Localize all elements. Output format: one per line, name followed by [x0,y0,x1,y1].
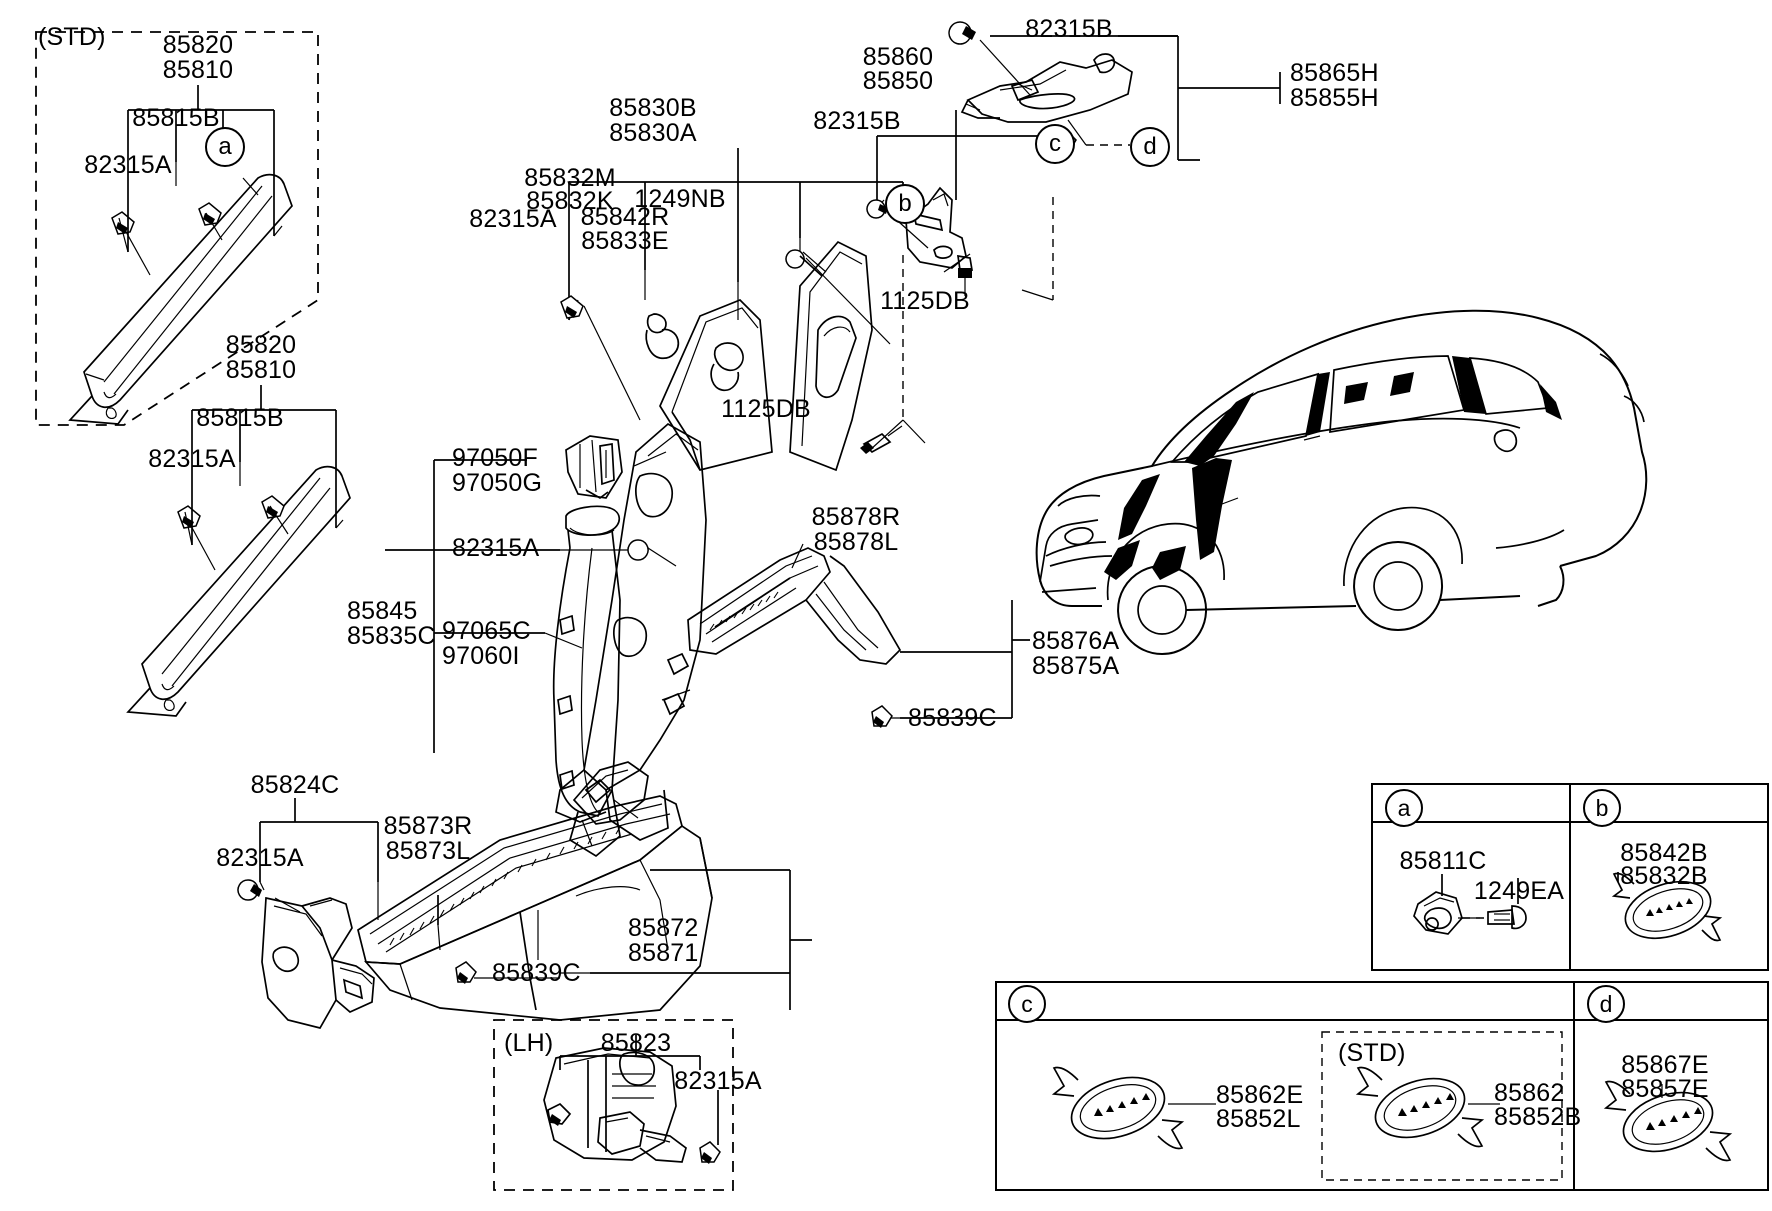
label-85833E: 85833E [581,227,669,255]
suv-illustration-art [1035,309,1648,655]
legend-callout-b[interactable]: b [1583,789,1621,827]
label-97050F: 97050F [452,444,538,472]
label-85835C: 85835C [347,622,436,650]
label-85823: 85823 [600,1029,672,1057]
main-center-pillar-art [555,422,707,841]
label-85842R: 85842R [580,203,670,231]
label-85878R: 85878R [811,503,901,531]
label-82315A-center: 82315A [469,205,557,233]
label-85872: 85872 [628,914,699,942]
label-1125DB-c: 1125DB [880,287,970,315]
label-85815B-second: 85815B [196,404,284,432]
legend-callout-d[interactable]: d [1587,985,1625,1023]
std-leaders [118,85,283,276]
label-85830B: 85830B [609,94,697,122]
label-85860: 85860 [862,43,934,71]
label-97065C: 97065C [442,617,531,645]
label-85873R: 85873R [383,812,473,840]
label-97060I: 97060I [442,642,520,670]
std-note-top-left: (STD) [38,23,106,51]
label-85855H: 85855H [1290,84,1379,112]
speaker-duct-art [552,435,677,858]
lower-pillar-leaders [385,451,667,753]
label-85862E: 85862E [1216,1081,1304,1109]
legend-b-art [1611,872,1723,942]
label-85830A: 85830A [609,119,697,147]
label-85810-top: 85810 [162,56,234,84]
callout-a-top-left[interactable]: a [205,127,245,167]
label-82315A-front: 82315A [216,844,304,872]
label-82315A-second: 82315A [148,445,236,473]
label-85839C-front: 85839C [492,959,581,987]
rear-sill-art [687,543,1030,728]
legend-callout-a[interactable]: a [1385,789,1423,827]
lh-part-art [543,1035,721,1164]
label-1249EA: 1249EA [1473,877,1565,905]
second-pillar-leaders [184,385,344,571]
front-sill-art [237,761,713,1029]
legend-c-std-art [1355,1066,1500,1148]
label-85820-top: 85820 [162,31,234,59]
lh-note: (LH) [504,1029,554,1057]
b-pillar-trim-art [560,240,903,472]
label-85865H: 85865H [1290,59,1379,87]
label-82315A-lh: 82315A [674,1067,762,1095]
label-85878L: 85878L [813,528,899,556]
label-97050G: 97050G [452,469,543,497]
label-85857E: 85857E [1621,1075,1709,1103]
label-82315B-d: 82315B [1025,15,1113,43]
label-85811C: 85811C [1399,847,1487,875]
label-85810-second: 85810 [225,356,297,384]
label-85832K: 85832K [526,187,614,215]
label-82315A-top: 82315A [84,151,172,179]
label-85832B: 85832B [1620,862,1708,890]
label-85862: 85862 [1494,1079,1565,1107]
std-note-legend-c: (STD) [1338,1039,1406,1067]
legend-d-art [1603,1080,1733,1162]
label-85832M: 85832M [524,164,616,192]
second-pillar-art [126,465,351,717]
label-82315B-c: 82315B [813,107,901,135]
label-85875A: 85875A [1032,652,1120,680]
legend-callout-c[interactable]: c [1008,985,1046,1023]
label-85871: 85871 [628,939,699,967]
callout-d-top[interactable]: d [1130,127,1170,167]
label-85873L: 85873L [385,837,471,865]
label-85850: 85850 [862,67,934,95]
front-sill-leaders [259,798,812,1010]
label-85824C: 85824C [250,771,340,799]
std-box-outline [35,31,319,426]
label-85839C-rear: 85839C [908,704,997,732]
callout-c-top[interactable]: c [1035,124,1075,164]
label-82315A-lower: 82315A [452,534,540,562]
label-85815B-top: 85815B [132,104,220,132]
label-85852L: 85852L [1216,1105,1301,1133]
std-pillar-trim-art [68,173,293,425]
label-85842B: 85842B [1620,839,1708,867]
label-85876A: 85876A [1032,627,1120,655]
label-1125DB-center: 1125DB [721,395,811,423]
callout-b-center[interactable]: b [885,184,925,224]
label-85867E: 85867E [1621,1051,1709,1079]
label-85852B: 85852B [1494,1103,1582,1131]
label-1249NB: 1249NB [634,185,726,213]
lh-box-outline [493,1019,734,1191]
legend-c-art [1051,1066,1216,1150]
label-85820-second: 85820 [225,331,297,359]
legend-a-art [1413,874,1527,935]
label-85845: 85845 [347,597,418,625]
